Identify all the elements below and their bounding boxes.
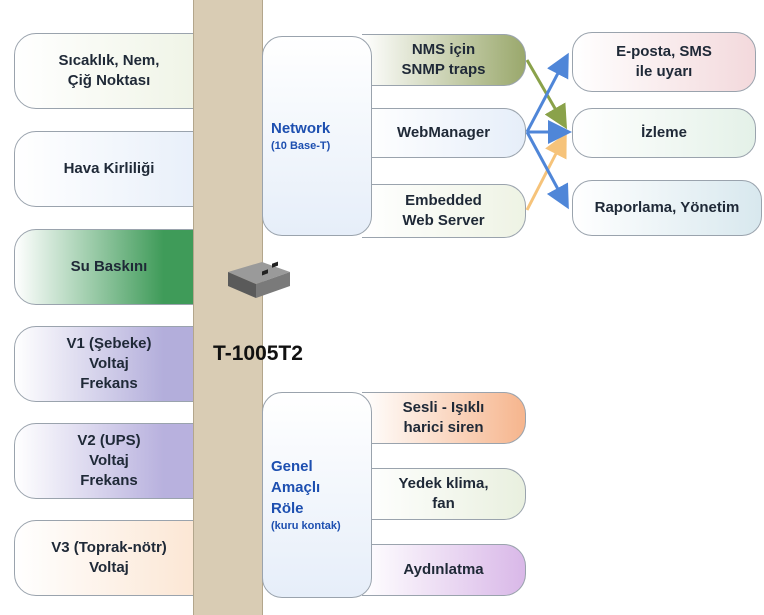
destination-email-sms: E-posta, SMS ile uyarı (572, 32, 756, 92)
output-lighting: Aydınlatma (362, 544, 526, 596)
destination-label: E-posta, SMS ile uyarı (616, 43, 712, 80)
output-label: Yedek klima, fan (398, 475, 489, 512)
device-image (228, 261, 290, 298)
sensor-label: V3 (Toprak-nötr) Voltaj (51, 539, 167, 576)
sensor-water-leak: Su Baskını (14, 229, 214, 305)
destination-label: Raporlama, Yönetim (594, 199, 740, 216)
device-spine (193, 0, 263, 615)
network-hub: Network (10 Base-T) (262, 36, 372, 236)
sensor-air-pollution: Hava Kirliliği (14, 131, 214, 207)
destination-reporting-management: Raporlama, Yönetim (572, 180, 762, 236)
relay-title: Genel Amaçlı Röle (271, 458, 321, 517)
output-webmanager: WebManager (362, 108, 526, 158)
arrow-webmanager-to-reporting (525, 131, 569, 210)
network-subtitle: (10 Base-T) (271, 140, 331, 152)
network-title: Network (271, 120, 331, 137)
output-label: Aydınlatma (403, 561, 484, 578)
device-title: T-1005T2 (213, 342, 303, 365)
output-snmp-traps: NMS için SNMP traps (362, 34, 526, 86)
arrow-snmp-to-monitoring (525, 59, 568, 130)
destination-monitoring: İzleme (572, 108, 756, 158)
destination-label: İzleme (641, 124, 687, 141)
output-backup-ac-fan: Yedek klima, fan (362, 468, 526, 520)
sensor-label: Sıcaklık, Nem, Çiğ Noktası (58, 52, 160, 89)
relay-subtitle: (kuru kontak) (271, 520, 341, 532)
arrow-embedded-to-monitoring (525, 132, 567, 211)
sensor-v1-mains: V1 (Şebeke) Voltaj Frekans (14, 326, 214, 402)
output-label: NMS için SNMP traps (401, 41, 486, 78)
output-label: Embedded Web Server (402, 192, 485, 229)
sensor-label: Su Baskını (70, 258, 148, 275)
output-embedded-web-server: Embedded Web Server (362, 184, 526, 238)
sensor-v2-ups: V2 (UPS) Voltaj Frekans (14, 423, 214, 499)
sensor-label: Hava Kirliliği (63, 160, 155, 177)
relay-hub: Genel Amaçlı Röle (kuru kontak) (262, 392, 372, 598)
output-label: Sesli - Işıklı harici siren (402, 399, 485, 436)
arrow-webmanager-to-email (525, 52, 569, 133)
sensor-label: V1 (Şebeke) Voltaj Frekans (66, 335, 152, 392)
sensor-temperature-humidity: Sıcaklık, Nem, Çiğ Noktası (14, 33, 214, 109)
output-label: WebManager (396, 124, 491, 141)
sensor-v3-ground-neutral: V3 (Toprak-nötr) Voltaj (14, 520, 214, 596)
output-siren: Sesli - Işıklı harici siren (362, 392, 526, 444)
sensor-label: V2 (UPS) Voltaj Frekans (77, 432, 141, 489)
